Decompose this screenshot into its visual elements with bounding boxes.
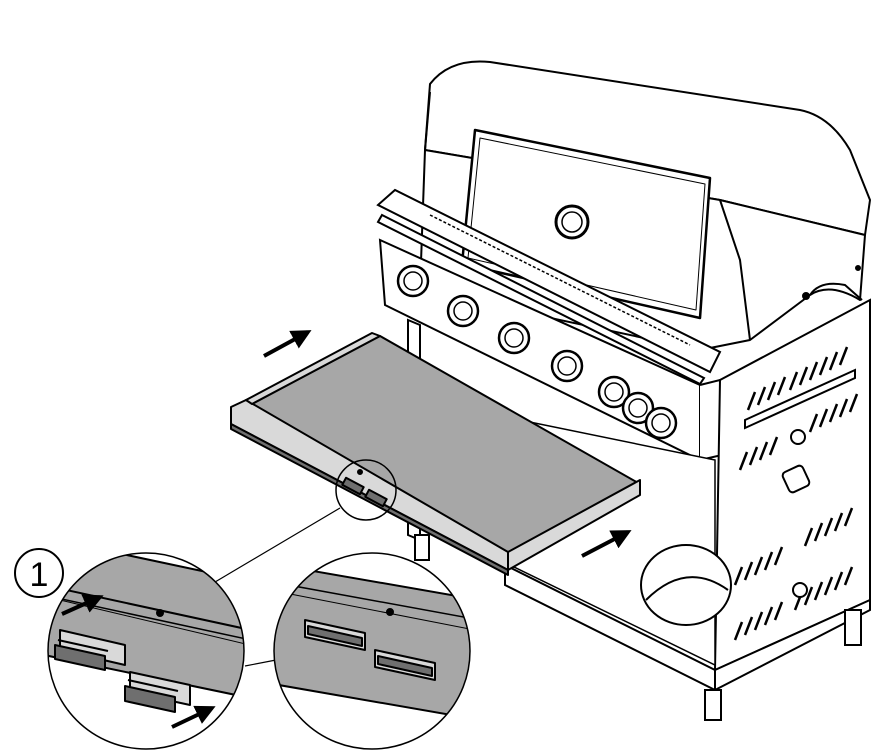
knob-icon xyxy=(621,391,655,425)
hood-handle xyxy=(376,188,722,386)
knob-icon xyxy=(497,321,531,355)
knob-icon xyxy=(446,294,480,328)
detail-view-after xyxy=(273,552,471,750)
arrow-icon xyxy=(581,530,632,558)
thermometer-icon xyxy=(554,204,590,240)
step-number: 1 xyxy=(30,556,49,594)
tank-opening xyxy=(640,544,732,626)
knob-icon xyxy=(396,264,430,298)
arrow-icon xyxy=(263,330,312,358)
arrow-icon xyxy=(61,594,104,616)
knob-icon xyxy=(644,406,678,440)
arrow-icon xyxy=(171,705,216,729)
burner-knobs xyxy=(396,264,678,440)
knob-icon xyxy=(597,375,631,409)
step-number-badge: 1 xyxy=(14,548,64,598)
side-shelf xyxy=(230,332,641,576)
knob-icon xyxy=(550,349,584,383)
leader-lines xyxy=(209,507,341,667)
detail-callout-circle xyxy=(335,459,397,521)
cabinet-leg xyxy=(414,534,430,561)
cabinet-leg xyxy=(844,609,862,646)
cabinet-leg xyxy=(704,689,722,721)
